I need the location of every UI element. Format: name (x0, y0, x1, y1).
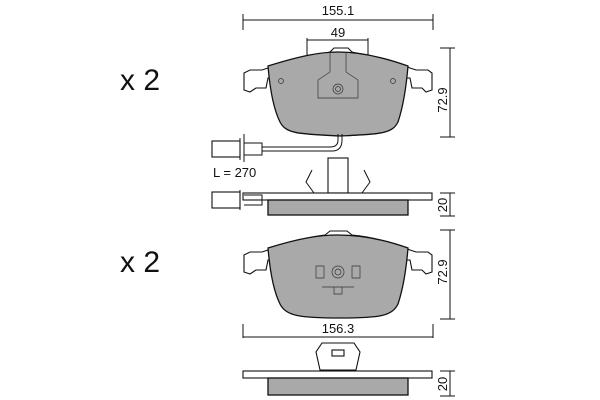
bottom-center-stud-inner (334, 268, 342, 276)
wire-length-label: L = 270 (213, 165, 256, 180)
bottom-side-clip-slot (331, 349, 345, 357)
top-clip-width-label: 49 (331, 25, 345, 40)
top-width-dimension: 155.1 (242, 3, 434, 30)
top-side-clip (327, 157, 349, 194)
top-thickness-label: 20 (435, 198, 450, 212)
bottom-thickness-label: 20 (435, 377, 450, 391)
top-hole-left (278, 78, 284, 84)
wear-sensor-wire: L = 270 (211, 134, 343, 180)
top-center-stud-inner (335, 86, 341, 92)
bottom-side-friction (267, 377, 409, 396)
top-width-label: 155.1 (322, 3, 355, 18)
sensor-connector (211, 140, 241, 158)
top-height-dimension: 72.9 (435, 47, 455, 138)
bottom-center-stud (331, 265, 345, 279)
top-pad-group: x 2 155.1 49 72.9 L = 270 (120, 3, 455, 217)
top-side-backing-plate (242, 192, 433, 201)
bottom-pad-group: x 2 72.9 156.3 20 (120, 229, 455, 397)
bottom-height-dimension: 72.9 (435, 229, 455, 320)
top-side-friction (267, 199, 409, 216)
top-clip-outline (317, 52, 359, 99)
top-side-view: 20 (211, 157, 455, 217)
bottom-width-label: 156.3 (322, 321, 355, 336)
bottom-side-backing-plate (242, 370, 433, 379)
top-quantity-label: x 2 (120, 64, 160, 97)
bottom-side-view: 20 (242, 342, 455, 397)
bottom-height-label: 72.9 (435, 259, 450, 284)
bottom-clip-outline (315, 265, 361, 295)
top-hole-right (390, 78, 396, 84)
top-height-label: 72.9 (435, 87, 450, 112)
top-center-stud (332, 83, 344, 95)
bottom-width-dimension: 156.3 (242, 321, 434, 338)
bottom-friction-material (267, 234, 409, 319)
bottom-quantity-label: x 2 (120, 246, 160, 279)
side-sensor-connector (211, 191, 241, 209)
